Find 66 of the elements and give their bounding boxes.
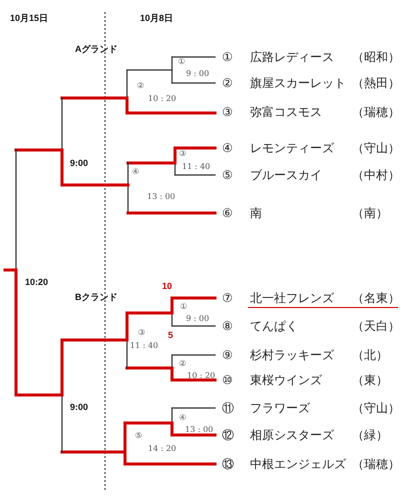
team-name: 広路レディース	[250, 49, 334, 66]
match-time: 11 : 40	[182, 163, 210, 171]
team-name: てんぱく	[250, 318, 298, 335]
team-name: 相原シスターズ	[250, 427, 334, 444]
ground-label: Aグランド	[75, 45, 118, 54]
match-time: 9 : 00	[186, 70, 210, 78]
seed-number: ⑩	[222, 372, 233, 389]
match-time: 10:20	[25, 278, 48, 287]
score: 5	[168, 331, 174, 340]
team-name: 杉村ラッキーズ	[250, 347, 334, 364]
match-time: 9 : 00	[186, 315, 210, 323]
match-time: 9:00	[70, 403, 88, 412]
seed-number: ⑨	[222, 347, 233, 364]
ground-label: Bクランド	[75, 293, 118, 302]
score: 10	[162, 282, 172, 291]
district-name: （守山）	[352, 140, 400, 157]
district-name: （東）	[352, 372, 388, 389]
team-name: 旗屋スカーレット	[250, 75, 346, 92]
match-time: 9:00	[70, 159, 88, 168]
team-name: 弥富コスモス	[250, 104, 322, 121]
seed-number: ②	[222, 75, 233, 92]
match-time: 10 : 20	[148, 95, 176, 103]
district-name: （緑）	[352, 427, 388, 444]
date-label: 10月15日	[10, 14, 48, 23]
match-number: ①	[178, 58, 185, 66]
seed-number: ①	[222, 49, 233, 66]
seed-number: ⑦	[222, 290, 233, 307]
seed-number: ⑬	[222, 456, 234, 473]
team-name: フラワーズ	[250, 400, 310, 417]
match-number: ③	[179, 150, 186, 158]
district-name: （南）	[352, 205, 388, 222]
district-name: （昭和）	[352, 49, 400, 66]
match-time: 14 : 20	[148, 445, 176, 453]
match-number: ②	[179, 360, 186, 368]
match-time: 10 : 20	[187, 372, 216, 380]
district-name: （瑞穂）	[352, 456, 400, 473]
seed-number: ⑪	[222, 400, 234, 417]
district-name: （中村）	[352, 167, 400, 184]
match-number: ④	[132, 168, 139, 176]
district-name: （熱田）	[352, 75, 400, 92]
team-name: 南	[250, 205, 262, 222]
team-name: ブルースカイ	[250, 167, 322, 184]
team-name: 東桜ウインズ	[250, 372, 322, 389]
seed-number: ④	[222, 140, 233, 157]
seed-number: ⑥	[222, 205, 233, 222]
match-number: ③	[138, 329, 145, 337]
match-number: ①	[180, 303, 187, 311]
seed-number: ③	[222, 104, 233, 121]
team-name: 北一社フレンズ	[250, 290, 334, 307]
match-time: 11 : 40	[130, 342, 158, 350]
match-time: 13 : 00	[147, 193, 176, 201]
match-time: 13 : 00	[185, 426, 214, 434]
district-name: （守山）	[352, 400, 400, 417]
match-number: ④	[179, 414, 186, 422]
match-number: ⑤	[135, 432, 142, 440]
district-name: （瑞穂）	[352, 104, 400, 121]
district-name: （北）	[352, 347, 388, 364]
date-label: 10月8日	[140, 14, 174, 23]
district-name: （天白）	[352, 318, 400, 335]
team-name: レモンティーズ	[250, 140, 334, 157]
seed-number: ⑫	[222, 427, 234, 444]
seed-number: ⑧	[222, 318, 233, 335]
seed-number: ⑤	[222, 167, 233, 184]
team-name: 中根エンジェルズ	[250, 456, 346, 473]
match-number: ②	[137, 82, 144, 90]
district-name: （名東）	[352, 290, 400, 307]
